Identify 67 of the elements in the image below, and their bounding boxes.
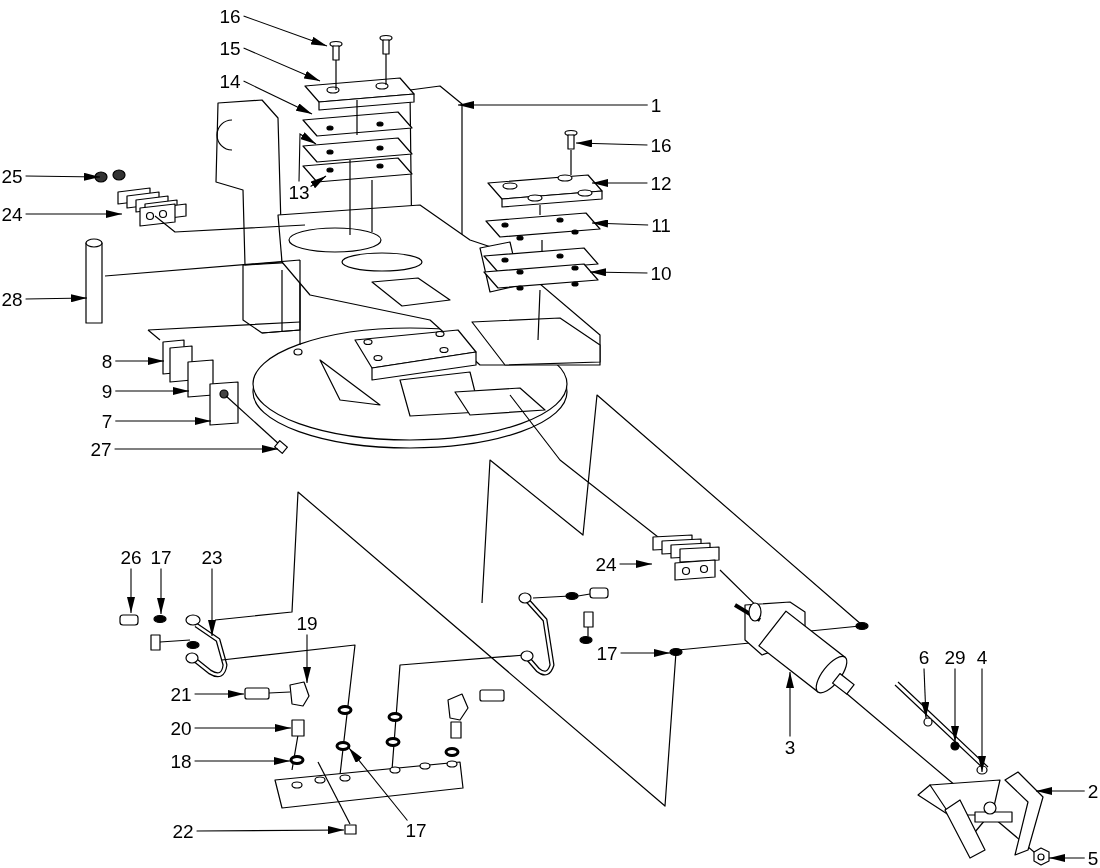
callout-number: 10 xyxy=(650,263,672,283)
callout-number: 4 xyxy=(976,647,988,667)
callout-number: 17 xyxy=(150,547,172,567)
leader-line xyxy=(196,826,345,835)
leader-line xyxy=(127,567,135,614)
leader-line xyxy=(310,175,327,189)
leader-line xyxy=(25,172,101,181)
callout-number: 29 xyxy=(944,647,966,667)
leader-line xyxy=(114,445,279,453)
leader-line xyxy=(575,139,648,148)
callout-number: 8 xyxy=(101,351,113,371)
callout-number: 12 xyxy=(650,173,672,193)
leader-line xyxy=(194,724,292,732)
callout-number: 24 xyxy=(1,204,23,224)
leader-line xyxy=(457,101,649,109)
leader-line xyxy=(303,633,311,684)
callout-number: 26 xyxy=(120,547,142,567)
callout-number: 16 xyxy=(219,6,241,26)
leader-line xyxy=(194,690,245,698)
leader-line xyxy=(978,667,986,773)
leader-line xyxy=(620,649,671,657)
callout-number: 28 xyxy=(1,289,23,309)
callout-number: 17 xyxy=(405,820,427,840)
callout-number: 2 xyxy=(1087,781,1099,801)
leader-line xyxy=(1035,787,1086,795)
callout-number: 11 xyxy=(651,215,671,235)
callout-number: 18 xyxy=(170,751,192,771)
callout-number: 1 xyxy=(650,95,662,115)
callout-number: 25 xyxy=(1,166,23,186)
callout-number: 7 xyxy=(101,411,113,431)
leader-line xyxy=(208,567,216,637)
leader-line xyxy=(243,47,321,82)
callout-number: 22 xyxy=(172,821,194,841)
leader-line xyxy=(243,80,313,115)
callout-number: 13 xyxy=(288,182,310,202)
callout-number: 24 xyxy=(595,554,617,574)
leader-line xyxy=(157,567,165,615)
leader-line xyxy=(589,268,648,277)
callout-number: 9 xyxy=(101,381,113,401)
leader-line xyxy=(114,417,212,425)
leader-line xyxy=(114,357,165,365)
callout-number: 3 xyxy=(784,737,796,757)
callout-number: 27 xyxy=(90,439,112,459)
callout-number: 20 xyxy=(170,718,192,738)
leader-line xyxy=(25,210,123,218)
callout-number: 23 xyxy=(201,547,223,567)
leader-line xyxy=(619,560,653,568)
leader-line xyxy=(1048,854,1086,862)
callout-number: 14 xyxy=(219,71,241,91)
callout-number: 16 xyxy=(650,135,672,155)
leader-line xyxy=(194,757,291,765)
leader-line xyxy=(786,671,794,738)
callout-number: 19 xyxy=(296,613,318,633)
callout-number: 15 xyxy=(219,38,241,58)
leader-line xyxy=(951,667,959,743)
leader-line xyxy=(921,667,930,719)
callout-number: 6 xyxy=(918,647,930,667)
leader-line xyxy=(348,747,408,822)
callout-number: 5 xyxy=(1087,848,1099,868)
leader-line xyxy=(114,387,190,395)
leader-line xyxy=(25,294,88,303)
leader-line xyxy=(591,219,649,228)
callout-number: 17 xyxy=(596,643,618,663)
callout-number: 21 xyxy=(170,684,192,704)
leader-line xyxy=(243,15,328,47)
leader-line xyxy=(298,132,317,183)
leader-line xyxy=(591,179,648,187)
